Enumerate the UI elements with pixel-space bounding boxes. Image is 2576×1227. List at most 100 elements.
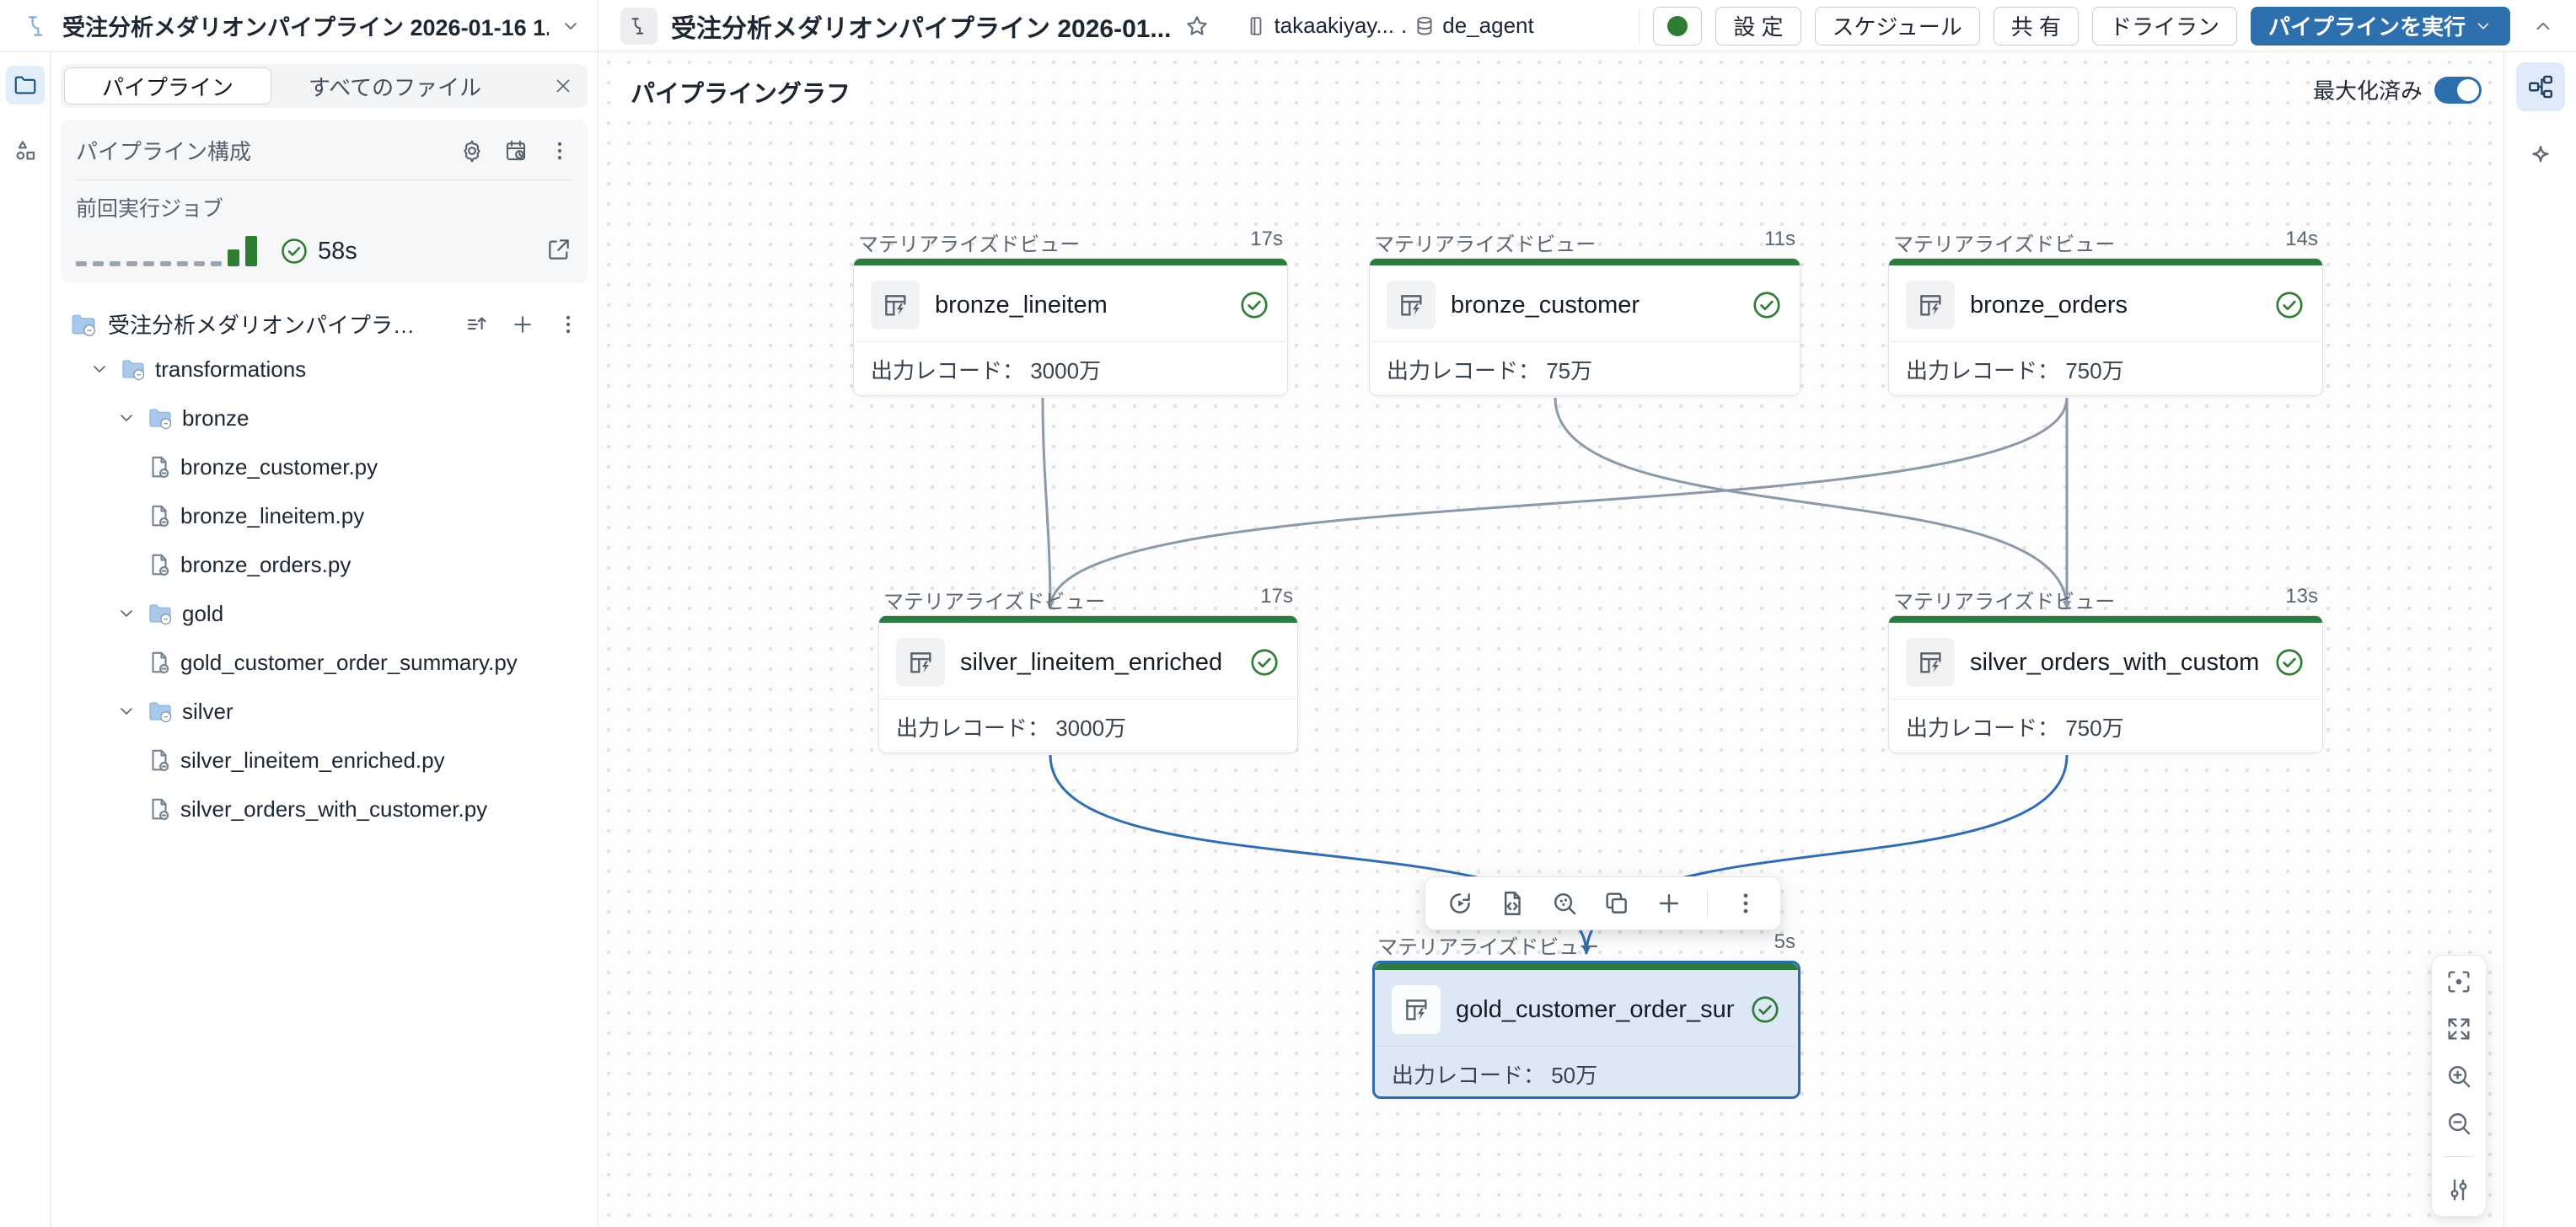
tree-item-bronze_customer-py[interactable]: bronze_customer.py <box>61 442 588 491</box>
success-check-icon <box>1751 289 1783 321</box>
node-name: bronze_lineitem <box>935 291 1108 319</box>
graph-node-bronze_lineitem[interactable]: bronze_lineitem 出力レコード： 3000万 <box>853 258 1288 396</box>
maximize-toggle[interactable] <box>2434 76 2482 104</box>
chevron-down-icon[interactable] <box>116 408 138 428</box>
open-run-external-icon[interactable] <box>545 236 572 263</box>
share-button[interactable]: 共 有 <box>1993 6 2079 46</box>
node-divider <box>1377 1046 1796 1047</box>
node-duration: 17s <box>1250 228 1283 250</box>
chevron-down-icon[interactable] <box>116 603 138 624</box>
run-history-sparkline[interactable] <box>76 233 257 266</box>
panel-tabs: パイプライン すべてのファイル <box>61 64 588 108</box>
workspace-pipeline-title: 受注分析メダリオンパイプライン 2026-01-16 1... <box>62 15 549 40</box>
center-icon[interactable] <box>2445 967 2473 996</box>
file-icon <box>147 454 172 480</box>
node-type-label: マテリアライズドビュー <box>883 591 1106 614</box>
run-pipeline-button[interactable]: パイプラインを実行 <box>2250 6 2510 46</box>
chevron-down-icon <box>2477 22 2489 29</box>
add-icon[interactable] <box>1655 889 1683 918</box>
data-preview-icon[interactable] <box>1550 889 1579 918</box>
more-icon[interactable] <box>547 138 572 163</box>
tree-item-gold[interactable]: gold <box>61 589 588 638</box>
zoom-in-icon[interactable] <box>2445 1062 2473 1090</box>
dag-shapes-icon[interactable] <box>6 131 45 170</box>
graph-node-bronze_customer[interactable]: bronze_customer 出力レコード： 75万 <box>1369 258 1801 396</box>
tree-item-transformations[interactable]: transformations <box>61 345 588 394</box>
node-records: 出力レコード： 3000万 <box>896 715 1127 741</box>
panel-tab-all-files[interactable]: すべてのファイル <box>309 74 482 100</box>
node-records: 出力レコード： 3000万 <box>871 358 1102 383</box>
star-icon[interactable] <box>1184 13 1210 39</box>
edge-bronze_customer-to-silver_orders_with_customer <box>1554 397 2071 609</box>
more-icon[interactable] <box>555 312 581 337</box>
panel-tab-pipeline[interactable]: パイプライン <box>64 67 272 104</box>
status-dot-button[interactable] <box>1653 6 1703 46</box>
node-duration: 14s <box>2285 228 2318 250</box>
sort-icon[interactable] <box>464 312 490 337</box>
graph-title: パイプライングラフ <box>612 64 870 120</box>
materialized-view-icon <box>1392 985 1441 1034</box>
tree-item-silver_lineitem_enriched-py[interactable]: silver_lineitem_enriched.py <box>61 736 588 785</box>
chevron-down-icon[interactable] <box>116 701 138 721</box>
graph-view-icon[interactable] <box>2515 62 2565 111</box>
run-refresh-icon[interactable] <box>1446 889 1474 918</box>
node-name: bronze_customer <box>1451 291 1640 319</box>
chevron-down-icon[interactable] <box>561 16 581 36</box>
success-check-icon <box>2273 289 2305 321</box>
success-check-icon <box>1248 646 1280 678</box>
zoom-out-icon[interactable] <box>2445 1109 2473 1138</box>
catalog-schema-selector[interactable]: takaakiyay... . de_agent <box>1245 13 1534 39</box>
graph-node-gold_customer_order_summary[interactable]: gold_customer_order_sum... 出力レコード： 50万 <box>1372 961 1801 1099</box>
success-check-icon <box>2273 646 2305 678</box>
status-green-dot <box>1667 15 1688 36</box>
pipeline-tab-icon[interactable] <box>620 7 657 45</box>
folder-icon <box>147 405 174 431</box>
filters-icon[interactable] <box>2445 1176 2473 1204</box>
dry-run-button[interactable]: ドライラン <box>2091 6 2237 46</box>
tree-item-gold_customer_order_summary-py[interactable]: gold_customer_order_summary.py <box>61 638 588 687</box>
assistant-sparkle-icon[interactable] <box>2516 133 2565 182</box>
fullscreen-icon[interactable] <box>2445 1015 2473 1043</box>
tree-item-label: bronze_lineitem.py <box>180 502 365 528</box>
chevron-down-icon[interactable] <box>89 359 111 379</box>
code-file-icon[interactable] <box>1498 889 1527 918</box>
schedule-button[interactable]: スケジュール <box>1814 6 1980 46</box>
graph-node-bronze_orders[interactable]: bronze_orders 出力レコード： 750万 <box>1888 258 2323 396</box>
edge-bronze_orders-to-silver_lineitem_enriched <box>1046 397 2069 609</box>
tree-root-row[interactable]: 受注分析メダリオンパイプライ... <box>69 308 581 340</box>
duplicate-icon[interactable] <box>1602 889 1631 918</box>
tree-item-bronze[interactable]: bronze <box>61 394 588 442</box>
node-status-bar <box>1889 259 2322 265</box>
close-panel-icon[interactable] <box>552 75 574 97</box>
schedule-icon[interactable] <box>503 138 529 163</box>
collapse-header-icon[interactable] <box>2532 15 2554 37</box>
success-check-icon <box>1749 994 1781 1026</box>
node-type-label: マテリアライズドビュー <box>1893 591 2116 614</box>
toolbar-divider <box>1707 889 1708 918</box>
right-icon-rail <box>2504 52 2576 1227</box>
node-records: 出力レコード： 50万 <box>1392 1063 1598 1088</box>
gear-icon[interactable] <box>459 138 485 163</box>
node-status-bar <box>1370 259 1800 265</box>
tree-item-silver[interactable]: silver <box>61 687 588 736</box>
node-name: silver_orders_with_customer <box>1970 648 2258 676</box>
divider <box>1639 8 1640 43</box>
materialized-view-icon <box>1387 281 1436 330</box>
graph-node-silver_orders_with_customer[interactable]: silver_orders_with_customer 出力レコード： 750万 <box>1888 615 2323 753</box>
graph-zoom-controls <box>2431 955 2487 1217</box>
more-icon[interactable] <box>1731 889 1760 918</box>
tree-item-bronze_lineitem-py[interactable]: bronze_lineitem.py <box>61 491 588 540</box>
tree-item-bronze_orders-py[interactable]: bronze_orders.py <box>61 540 588 589</box>
node-records: 出力レコード： 750万 <box>1906 358 2124 383</box>
file-browser-icon[interactable] <box>5 66 45 104</box>
settings-button[interactable]: 設 定 <box>1715 6 1801 46</box>
tree-item-label: bronze_customer.py <box>180 453 378 480</box>
tree-item-silver_orders_with_customer-py[interactable]: silver_orders_with_customer.py <box>61 785 588 833</box>
add-icon[interactable] <box>510 312 535 337</box>
graph-node-silver_lineitem_enriched[interactable]: silver_lineitem_enriched 出力レコード： 3000万 <box>878 615 1298 753</box>
